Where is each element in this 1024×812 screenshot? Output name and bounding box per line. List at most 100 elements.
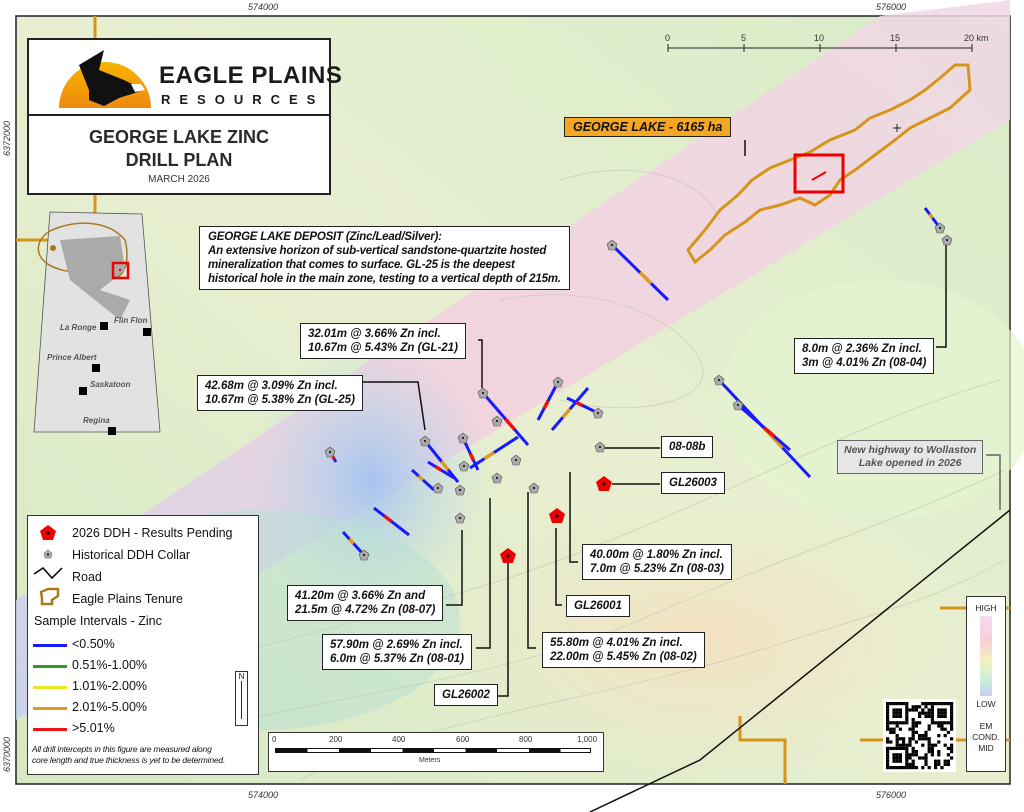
legend-interval: >5.01% <box>72 721 115 735</box>
km-tick: 5 <box>741 33 747 43</box>
coord-bottom-576000: 576000 <box>876 790 907 800</box>
historical-collar <box>454 484 466 496</box>
george-lake-tenure <box>686 63 972 265</box>
legend-road: Road <box>72 570 102 584</box>
deposit-text: An extensive horizon of sub-vertical san… <box>208 245 547 257</box>
coord-left-6370000: 6370000 <box>2 736 12 772</box>
city-flin-flon: Flin Flon <box>114 316 148 325</box>
mineralized-interval <box>575 400 584 408</box>
historical-collar <box>510 454 522 466</box>
callout-08-04: 8.0m @ 2.36% Zn incl.3m @ 4.01% Zn (08-0… <box>794 338 935 374</box>
drill-area-highlight <box>793 153 845 194</box>
map-legend: 2026 DDH - Results Pending Historical DD… <box>27 515 259 775</box>
historical-collar <box>457 432 469 444</box>
legend-note: All drill intercepts in this figure are … <box>32 744 226 765</box>
company-logo: EAGLE PLAINS RESOURCES <box>29 40 342 116</box>
map-title-line2: DRILL PLAN <box>125 150 233 170</box>
mineralized-interval <box>440 460 450 471</box>
historical-collar <box>713 374 725 386</box>
title-block: EAGLE PLAINS RESOURCES GEORGE LAKE ZINC … <box>27 38 342 195</box>
mineralized-interval <box>468 453 476 462</box>
callout-gl26001: GL26001 <box>566 595 630 617</box>
tenure-icon <box>39 587 60 606</box>
legend-historical-collar: Historical DDH Collar <box>72 548 191 562</box>
callout-08-01: 57.90m @ 2.69% Zn incl.6.0m @ 5.37% Zn (… <box>322 634 472 670</box>
mineralized-interval <box>504 417 516 431</box>
map-date: MARCH 2026 <box>148 174 210 185</box>
km-tick: 20 km <box>964 33 989 43</box>
historical-collar <box>491 472 503 484</box>
city-regina: Regina <box>83 416 110 425</box>
legend-interval: 1.01%-2.00% <box>72 679 148 693</box>
interval-swatch <box>33 665 67 668</box>
coord-left-6372000: 6372000 <box>2 120 12 156</box>
legend-tenure: Eagle Plains Tenure <box>72 592 183 606</box>
km-scale-bar <box>667 44 973 52</box>
historical-collar <box>477 387 489 399</box>
m-tick: 600 <box>456 735 470 744</box>
city-la-ronge: La Ronge <box>60 323 97 332</box>
saskatchewan-inset-map <box>33 211 161 435</box>
mineralized-interval <box>762 426 776 438</box>
mineralized-interval <box>434 465 442 472</box>
coord-top-574000: 574000 <box>248 2 279 12</box>
map-title-line1: GEORGE LAKE ZINC <box>88 127 269 147</box>
qr-code <box>883 699 956 772</box>
callout-gl26002: GL26002 <box>434 684 498 706</box>
callout-08-02: 55.80m @ 4.01% Zn incl.22.00m @ 5.45% Zn… <box>542 632 705 668</box>
km-tick: 0 <box>665 33 671 43</box>
mineralized-interval <box>928 212 934 220</box>
pending-ddh-2026 <box>549 508 565 523</box>
historical-collar <box>491 415 503 427</box>
callout-gl26003: GL26003 <box>661 472 725 494</box>
callout-leaders <box>362 140 1001 697</box>
company-name: EAGLE PLAINS <box>159 62 343 89</box>
north-arrow-icon: N <box>235 671 248 726</box>
historical-collar <box>594 441 606 453</box>
tenure-label: GEORGE LAKE - 6165 ha <box>564 117 732 137</box>
city-saskatoon: Saskatoon <box>90 380 131 389</box>
mineralized-interval <box>348 537 355 545</box>
historical-collar <box>358 549 370 561</box>
road <box>589 509 1011 812</box>
km-tick: 10 <box>814 33 825 43</box>
pending-ddh-2026 <box>596 476 612 491</box>
historical-collar <box>324 446 336 458</box>
interval-swatch <box>33 644 67 647</box>
mineralized-interval <box>483 451 495 461</box>
m-tick: 200 <box>329 735 343 744</box>
callout-08-03: 40.00m @ 1.80% Zn incl.7.0m @ 5.23% Zn (… <box>582 544 732 580</box>
deposit-heading: GEORGE LAKE DEPOSIT (Zinc/Lead/Silver): <box>208 231 442 243</box>
historical-collar <box>941 234 953 246</box>
company-subname: RESOURCES <box>161 92 325 107</box>
legend-interval: 0.51%-1.00% <box>72 658 148 672</box>
deposit-description: GEORGE LAKE DEPOSIT (Zinc/Lead/Silver): … <box>199 226 570 290</box>
em-high: HIGH <box>975 603 997 613</box>
legend-interval: 2.01%-5.00% <box>72 700 148 714</box>
callout-08-08b: 08-08b <box>661 436 714 458</box>
coord-bottom-574000: 574000 <box>248 790 279 800</box>
m-unit: Meters <box>419 757 441 764</box>
meter-scale-bar: 0 200 400 600 800 1,000 Meters <box>268 732 604 772</box>
historical-collar <box>458 460 470 472</box>
interval-swatch <box>33 728 67 731</box>
legend-pending-ddh: 2026 DDH - Results Pending <box>72 526 233 540</box>
km-tick: 15 <box>890 33 901 43</box>
historical-collar <box>432 482 444 494</box>
mineralized-interval <box>331 456 336 460</box>
callout-gl25: 42.68m @ 3.09% Zn incl.10.67m @ 5.38% Zn… <box>197 375 363 411</box>
callout-gl21: 32.01m @ 3.66% Zn incl.10.67m @ 5.43% Zn… <box>300 323 466 359</box>
historical-collar <box>419 435 431 447</box>
deposit-text: historical hole in the main zone, testin… <box>208 273 561 285</box>
m-tick: 800 <box>519 735 533 744</box>
historical-collar <box>606 239 618 251</box>
historical-collar <box>732 399 744 411</box>
m-tick: 0 <box>272 735 277 744</box>
mineralized-interval <box>417 474 425 482</box>
historical-collar <box>552 376 564 388</box>
m-tick: 400 <box>392 735 406 744</box>
historical-collar <box>592 407 604 419</box>
collars <box>324 222 953 563</box>
